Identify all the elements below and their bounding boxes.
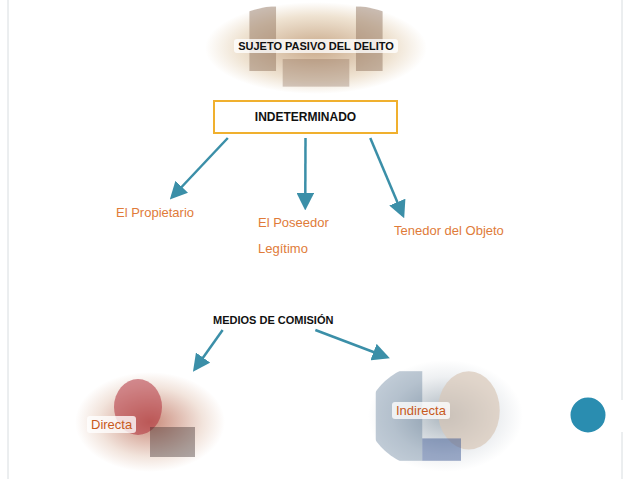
- category-box: INDETERMINADO: [213, 100, 398, 134]
- node-text: El Poseedor Legítimo: [258, 210, 363, 262]
- arrow-connector: [315, 330, 386, 357]
- slide-dot: [569, 396, 607, 434]
- section-heading: MEDIOS DE COMISIÓN: [213, 314, 333, 326]
- photo-oval: Directa: [75, 372, 225, 472]
- node-text: Tenedor del Objeto: [394, 218, 504, 244]
- node-text: SUJETO PASIVO DEL DELITO: [234, 39, 398, 53]
- arrow-connector: [195, 330, 223, 369]
- node-text: El Propietario: [116, 200, 194, 226]
- node-text: INDETERMINADO: [233, 110, 378, 124]
- subject-text: El Propietario: [116, 200, 194, 226]
- node-text: Directa: [87, 416, 136, 433]
- node-text: MEDIOS DE COMISIÓN: [213, 314, 333, 326]
- frame-line: [8, 0, 9, 479]
- subject-text: Tenedor del Objeto: [394, 218, 504, 244]
- oval-ground: [205, 2, 427, 94]
- arrow-connector: [172, 138, 228, 197]
- arrow-connector: [304, 138, 307, 207]
- title-oval: SUJETO PASIVO DEL DELITO: [205, 2, 427, 94]
- photo-oval: Indirecta: [368, 360, 523, 472]
- oval-ground: [75, 372, 225, 472]
- subject-text: El Poseedor Legítimo: [258, 210, 363, 262]
- arrow-connector: [370, 138, 403, 215]
- frame-line: [622, 0, 623, 400]
- frame-line: [622, 432, 623, 479]
- node-text: Indirecta: [392, 402, 450, 419]
- oval-ground: [368, 360, 523, 472]
